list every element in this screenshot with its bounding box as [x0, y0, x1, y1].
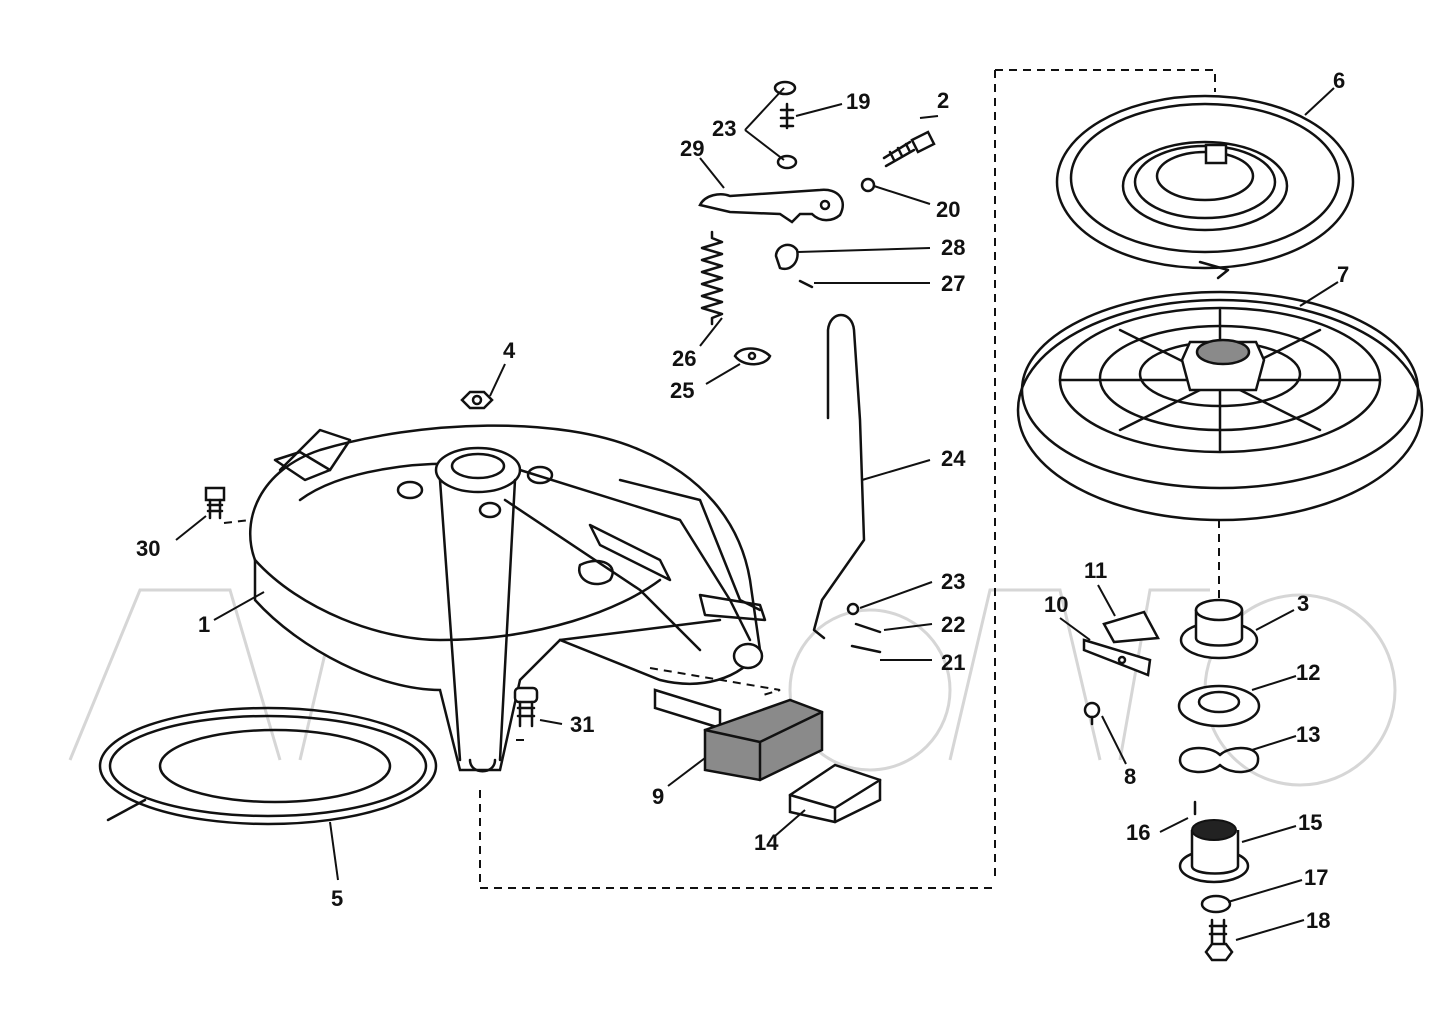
- part-22-pin: [854, 622, 882, 634]
- callout-4: 4: [503, 338, 516, 363]
- part-4-nut: [460, 390, 494, 410]
- callout-10: 10: [1044, 592, 1068, 617]
- assembly-dashed-lines: [223, 69, 1220, 889]
- callout-8: 8: [1124, 764, 1136, 789]
- part-12-spacer: [1177, 684, 1261, 728]
- callout-23-lower: 23: [941, 569, 965, 594]
- part-3-hub: [1179, 598, 1259, 660]
- part-31-screw: [513, 686, 539, 728]
- callout-27: 27: [941, 271, 965, 296]
- callout-26: 26: [672, 346, 696, 371]
- part-21-pin: [850, 644, 882, 654]
- part-13-spring: [1178, 746, 1260, 774]
- part-10-pawl-plate: [1082, 638, 1152, 677]
- callout-6: 6: [1333, 68, 1345, 93]
- callout-31: 31: [570, 712, 594, 737]
- callout-14: 14: [754, 830, 779, 855]
- callout-21: 21: [941, 650, 965, 675]
- part-29-lockout-lever: [698, 188, 845, 224]
- part-23-ball: [846, 602, 860, 616]
- leader-lines: [175, 87, 1339, 941]
- callout-23-upper: 23: [712, 116, 736, 141]
- part-18-screw: [1204, 918, 1234, 962]
- callout-20: 20: [936, 197, 960, 222]
- part-20-nut: [860, 177, 876, 193]
- callout-18: 18: [1306, 908, 1330, 933]
- part-8-screw: [1083, 701, 1101, 726]
- callout-13: 13: [1296, 722, 1320, 747]
- part-19-screw: [779, 102, 795, 130]
- callout-15: 15: [1298, 810, 1322, 835]
- callout-11: 11: [1084, 558, 1107, 583]
- callout-1: 1: [198, 612, 210, 637]
- part-28-pawl: [774, 243, 799, 271]
- part-17-washer: [1200, 894, 1232, 914]
- part-7-rope-pulley: [1016, 290, 1424, 522]
- callout-29: 29: [680, 136, 704, 161]
- callout-17: 17: [1304, 865, 1328, 890]
- part-5-rewind-spring: [98, 706, 438, 826]
- part-27-pin: [798, 279, 814, 289]
- part-25-plate: [733, 347, 772, 366]
- part-11-pawl: [1102, 610, 1160, 644]
- callout-22: 22: [941, 612, 965, 637]
- callout-7: 7: [1337, 262, 1349, 287]
- part-30-screw: [204, 486, 226, 520]
- callout-19: 19: [846, 89, 870, 114]
- callout-25: 25: [670, 378, 694, 403]
- callout-5: 5: [331, 886, 343, 911]
- callout-16: 16: [1126, 820, 1150, 845]
- callout-24: 24: [941, 446, 966, 471]
- part-14-handle-anchor: [788, 763, 882, 824]
- part-15-retainer: [1178, 819, 1250, 884]
- part-26-spring: [700, 230, 724, 326]
- part-6-spring-cup: [1055, 94, 1355, 280]
- callout-12: 12: [1296, 660, 1320, 685]
- part-24-link-rod: [812, 313, 866, 640]
- watermark-logo: [68, 588, 1397, 787]
- callout-3: 3: [1297, 591, 1309, 616]
- callout-9: 9: [652, 784, 664, 809]
- part-23-washer-top: [773, 80, 797, 96]
- part-9-starter-handle: [653, 688, 824, 782]
- part-2-bolt: [882, 130, 936, 168]
- callout-2: 2: [937, 88, 949, 113]
- callout-labels: 1 2 3 4 5 6 7 8 9 10 11 12 13 14 15 16 1…: [136, 68, 1349, 933]
- callout-28: 28: [941, 235, 965, 260]
- part-1-starter-housing: [249, 424, 767, 773]
- callout-30: 30: [136, 536, 160, 561]
